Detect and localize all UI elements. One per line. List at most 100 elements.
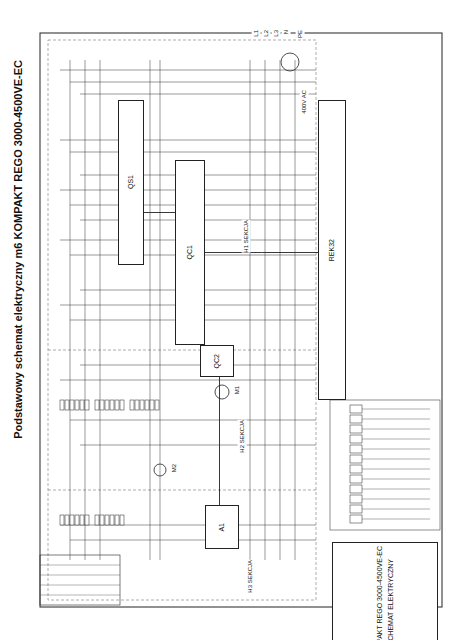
page-title: Podstawowy schemat elektryczny m6 KOMPAK…: [12, 60, 24, 439]
terminal: [350, 495, 362, 503]
wire: [362, 409, 430, 410]
terminal: [115, 400, 119, 410]
wire: [70, 60, 71, 560]
component-label: REK32: [328, 239, 336, 261]
wire: [362, 429, 430, 430]
terminal: [80, 400, 84, 410]
wire: [362, 519, 430, 520]
terminal: [120, 400, 124, 410]
wire: [60, 70, 316, 71]
wire-label: L1: [252, 30, 261, 37]
wire: [362, 479, 430, 480]
wire: [295, 60, 296, 560]
wire: [362, 439, 430, 440]
wire-label: N: [282, 30, 291, 34]
section-divider: [48, 350, 316, 351]
terminal: [65, 400, 69, 410]
terminal: [100, 400, 104, 410]
terminal-frame: [330, 400, 440, 530]
wire: [70, 152, 316, 153]
motor-symbol: [215, 385, 229, 399]
wire: [60, 380, 316, 381]
component-box: QC1: [175, 160, 205, 345]
table-rule: [40, 575, 120, 576]
component-label: QS1: [127, 175, 135, 189]
section-divider: [48, 490, 316, 491]
component-box: QS1: [118, 100, 144, 265]
component-box: QC2: [200, 345, 234, 377]
wire: [362, 469, 430, 470]
wire-repeats: [40, 60, 430, 595]
wire: [70, 420, 316, 421]
wire: [265, 60, 266, 560]
wire-label: M2: [170, 464, 179, 472]
component-label: QC2: [213, 354, 221, 368]
terminal: [350, 435, 362, 443]
terminal: [95, 400, 99, 410]
terminal: [105, 400, 109, 410]
terminal: [135, 400, 139, 410]
terminal: [60, 515, 64, 525]
page-frame: [40, 33, 442, 607]
connector-wire: [219, 377, 220, 505]
wire: [80, 94, 316, 95]
table-rule: [40, 565, 120, 566]
terminal: [350, 415, 362, 423]
terminal: [70, 515, 74, 525]
terminal: [70, 400, 74, 410]
wire: [362, 419, 430, 420]
wire: [362, 509, 430, 510]
terminal: [350, 485, 362, 493]
wire-label: L2: [262, 30, 271, 37]
wire: [100, 60, 101, 560]
wire-label: PE: [296, 30, 305, 38]
terminal: [155, 400, 159, 410]
component-box: A1: [205, 505, 239, 549]
component-label: SCHEMAT ELEKTRYCZNY: [387, 559, 395, 640]
terminal: [100, 515, 104, 525]
section-frame: [48, 40, 316, 600]
wire-label: H3 SEKCJA: [246, 560, 255, 593]
component-box: KOMPAKT REGO 3000-4500VE-ECSCHEMAT ELEKT…: [332, 542, 438, 640]
terminal: [110, 515, 114, 525]
wire: [70, 82, 316, 83]
wire-label: H2 SEKCJA: [238, 420, 247, 453]
wire: [362, 459, 430, 460]
wire: [70, 540, 316, 541]
terminal: [60, 400, 64, 410]
wire: [362, 489, 430, 490]
terminal: [105, 515, 109, 525]
supply-symbol: [281, 53, 299, 71]
terminal: [150, 400, 154, 410]
component-label: QC1: [186, 245, 194, 259]
terminal: [350, 425, 362, 433]
wire: [60, 140, 316, 141]
terminal: [75, 515, 79, 525]
terminal: [75, 400, 79, 410]
wire-label: H1 SEKCJA: [242, 220, 251, 253]
wire-label: 400V AC: [300, 90, 309, 114]
terminal: [130, 400, 134, 410]
wire: [280, 60, 281, 560]
component-label: A1: [218, 523, 226, 532]
wire: [362, 449, 430, 450]
wire-label: L3: [272, 30, 281, 37]
terminal: [350, 455, 362, 463]
terminal: [110, 400, 114, 410]
wire: [80, 445, 316, 446]
terminal: [65, 515, 69, 525]
connector-wire: [205, 252, 318, 253]
terminal: [350, 465, 362, 473]
wire: [362, 499, 430, 500]
terminal: [85, 400, 89, 410]
terminal: [350, 445, 362, 453]
wire: [85, 60, 86, 560]
terminal: [95, 515, 99, 525]
terminal: [350, 405, 362, 413]
table-rule: [40, 585, 120, 586]
terminal: [350, 505, 362, 513]
terminal: [350, 475, 362, 483]
terminal: [85, 515, 89, 525]
wire: [80, 365, 316, 366]
